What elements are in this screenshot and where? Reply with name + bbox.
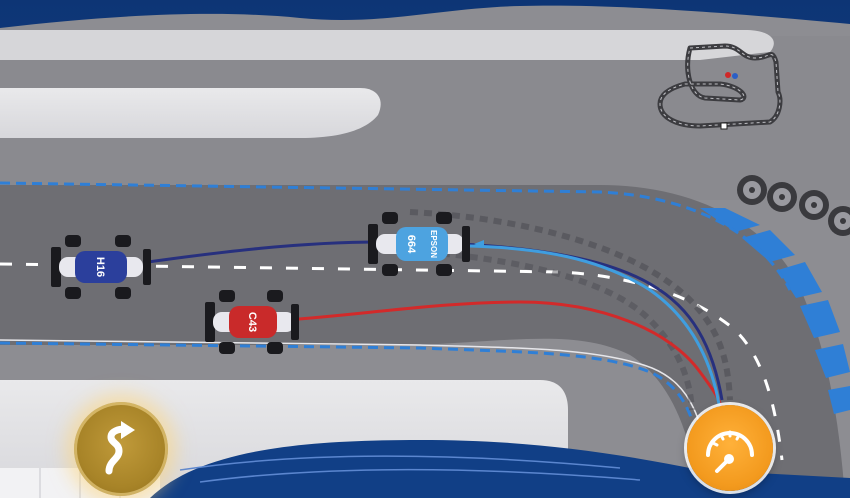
car-664: 664 EPSON bbox=[368, 212, 484, 276]
upper-infield-strip bbox=[0, 30, 774, 60]
crowd-wave-1 bbox=[179, 455, 621, 471]
car-number-h16: H16 bbox=[94, 257, 106, 277]
red-car-trail bbox=[284, 300, 724, 411]
upper-tarmac bbox=[0, 36, 850, 200]
skid-marks-outer bbox=[409, 209, 733, 401]
crowd-stand bbox=[150, 440, 850, 498]
boost-button[interactable] bbox=[687, 405, 773, 491]
speedometer-icon bbox=[706, 430, 754, 473]
track-minimap bbox=[657, 43, 783, 130]
car-h16: H16 bbox=[51, 235, 151, 299]
car-c43: C43 bbox=[205, 290, 299, 354]
car-number-664: 664 bbox=[405, 235, 417, 254]
upper-infield bbox=[0, 88, 381, 138]
tyre-barrier bbox=[737, 175, 850, 236]
light-blue-car-trail bbox=[469, 244, 722, 411]
car-sponsor-664: EPSON bbox=[429, 230, 438, 258]
route-swerve-button[interactable] bbox=[74, 402, 168, 496]
route-swerve-icon bbox=[105, 421, 135, 475]
skid-marks-inner bbox=[399, 247, 695, 411]
kerb-stripes bbox=[700, 208, 850, 414]
car-number-c43: C43 bbox=[246, 312, 258, 332]
crowd-wave-2 bbox=[199, 469, 641, 483]
